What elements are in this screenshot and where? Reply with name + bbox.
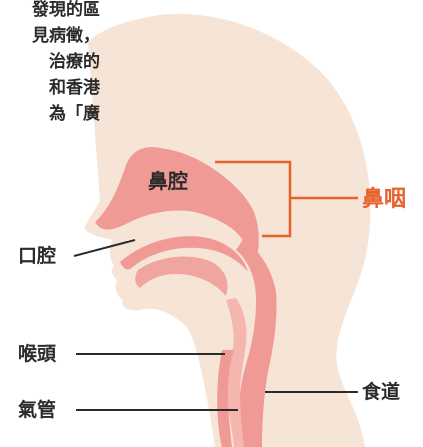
pharynx-shape: [236, 238, 277, 447]
tongue-shape: [135, 256, 228, 296]
nasopharynx-bracket: [215, 160, 358, 238]
esophagus-label: 食道: [362, 380, 400, 403]
intro-line: 見病徵，: [32, 26, 100, 46]
oral-cavity-shape: [120, 236, 248, 272]
larynx-label: 喉頭: [18, 342, 57, 365]
oral-cavity-leader: [73, 239, 136, 257]
oral-cavity-label: 口腔: [18, 244, 56, 267]
intro-line: 發現的區: [32, 0, 100, 20]
nasal-cavity-shape: [95, 147, 259, 262]
trachea-shape: [217, 350, 234, 447]
intro-line: 和香港: [49, 78, 100, 98]
head-silhouette: [84, 13, 371, 447]
trachea-label: 氣管: [18, 398, 56, 421]
intro-line: 為「廣: [49, 104, 100, 124]
intro-line: 治療的: [49, 52, 100, 72]
nasopharynx-label: 鼻咽: [362, 186, 406, 212]
nasal-cavity-label: 鼻腔: [148, 169, 188, 193]
